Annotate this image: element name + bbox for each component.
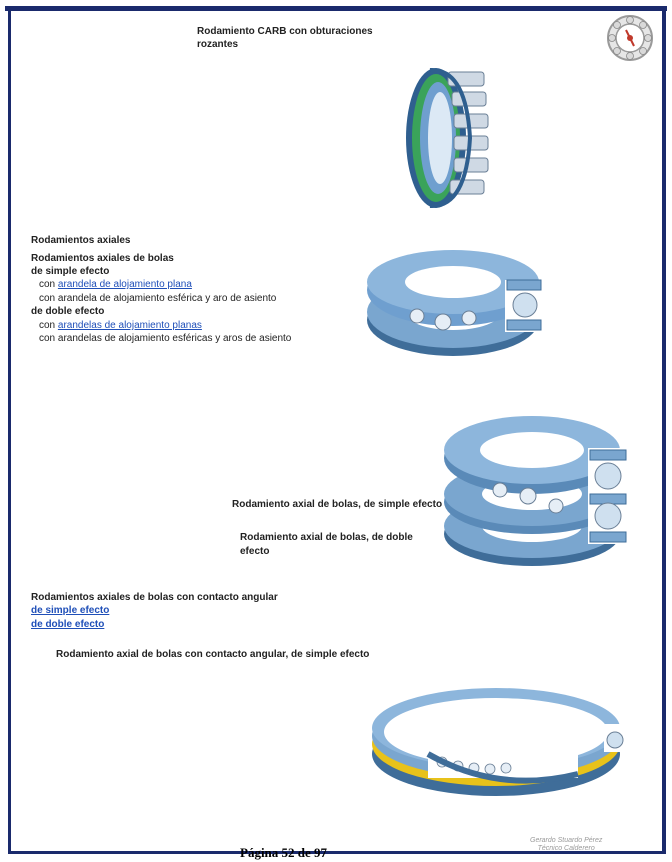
caption-double-thrust-line1: Rodamiento axial de bolas, de doble bbox=[240, 532, 413, 543]
simple-effect-label: de simple efecto bbox=[31, 266, 110, 277]
frame-left-border bbox=[8, 6, 11, 854]
carb-title-line1: Rodamiento CARB con obturaciones bbox=[197, 26, 373, 37]
double-item-1: con arandelas de alojamiento planas bbox=[31, 319, 202, 332]
thrust-bearing-double-image bbox=[440, 410, 630, 570]
double-item-1-prefix: con bbox=[39, 320, 58, 331]
angular-simple-effect-link[interactable]: de simple efecto bbox=[31, 605, 110, 616]
signature-line2: Técnico Calderero bbox=[537, 845, 595, 852]
caption-double-thrust-line2: efecto bbox=[240, 546, 270, 557]
bearing-logo-icon bbox=[606, 14, 654, 62]
double-item-2: con arandelas de alojamiento esféricas y… bbox=[39, 333, 292, 344]
simple-item-2: con arandela de alojamiento esférica y a… bbox=[39, 293, 277, 304]
thrust-bearing-single-image bbox=[365, 250, 545, 368]
angular-contact-thrust-bearing-image bbox=[368, 684, 630, 800]
angular-contact-heading: Rodamientos axiales de bolas con contact… bbox=[31, 592, 278, 603]
frame-right-border bbox=[662, 6, 666, 854]
caption-single-thrust: Rodamiento axial de bolas, de simple efe… bbox=[232, 499, 443, 510]
simple-item-1-prefix: con bbox=[39, 279, 58, 290]
axial-heading: Rodamientos axiales bbox=[31, 235, 131, 246]
axial-ball-subheading: Rodamientos axiales de bolas bbox=[31, 253, 174, 264]
caption-angular-contact: Rodamiento axial de bolas con contacto a… bbox=[56, 649, 370, 660]
flat-housing-washer-link[interactable]: arandela de alojamiento plana bbox=[57, 279, 192, 290]
page-number: Página 52 de 97 bbox=[240, 845, 328, 860]
simple-item-1: con arandela de alojamiento plana bbox=[31, 278, 192, 291]
frame-top-border bbox=[5, 6, 667, 11]
carb-title-line2: rozantes bbox=[197, 39, 239, 50]
angular-double-effect-link[interactable]: de doble efecto bbox=[31, 619, 105, 630]
signature-line1: Gerardo Stuardo Pérez bbox=[530, 837, 603, 844]
author-signature: Gerardo Stuardo Pérez Técnico Calderero bbox=[530, 837, 602, 853]
flat-housing-washers-link[interactable]: arandelas de alojamiento planas bbox=[57, 320, 202, 331]
double-effect-label: de doble efecto bbox=[31, 306, 105, 317]
carb-bearing-image bbox=[400, 62, 492, 212]
frame-bottom-border bbox=[8, 851, 666, 854]
